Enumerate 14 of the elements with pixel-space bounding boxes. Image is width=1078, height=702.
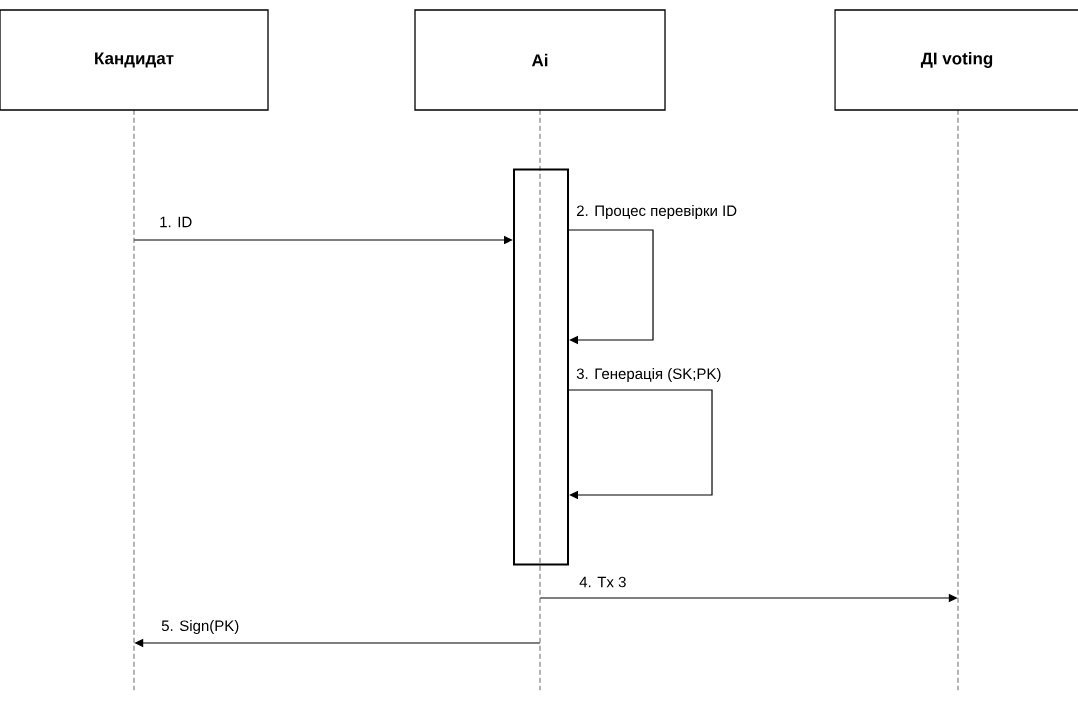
message-arrow — [568, 229, 654, 345]
lifeline — [539, 109, 541, 691]
activation-bar — [513, 168, 569, 566]
message-label: 3. Генерація (SK;PK) — [575, 367, 723, 383]
message-label: 1. ID — [158, 215, 194, 229]
message-label: 4. Tx 3 — [578, 575, 628, 589]
message-label: 2. Процес перевірки ID — [575, 204, 739, 220]
message-label: 5. Sign(PK) — [160, 619, 241, 635]
lifeline — [957, 109, 959, 691]
message-arrow — [568, 389, 713, 500]
lifeline — [133, 109, 135, 691]
lifeline-header-box: Ai — [414, 9, 666, 111]
lifeline-header-box: ДІ voting — [834, 9, 1078, 111]
lifeline-header-box: Кандидат — [0, 9, 269, 111]
